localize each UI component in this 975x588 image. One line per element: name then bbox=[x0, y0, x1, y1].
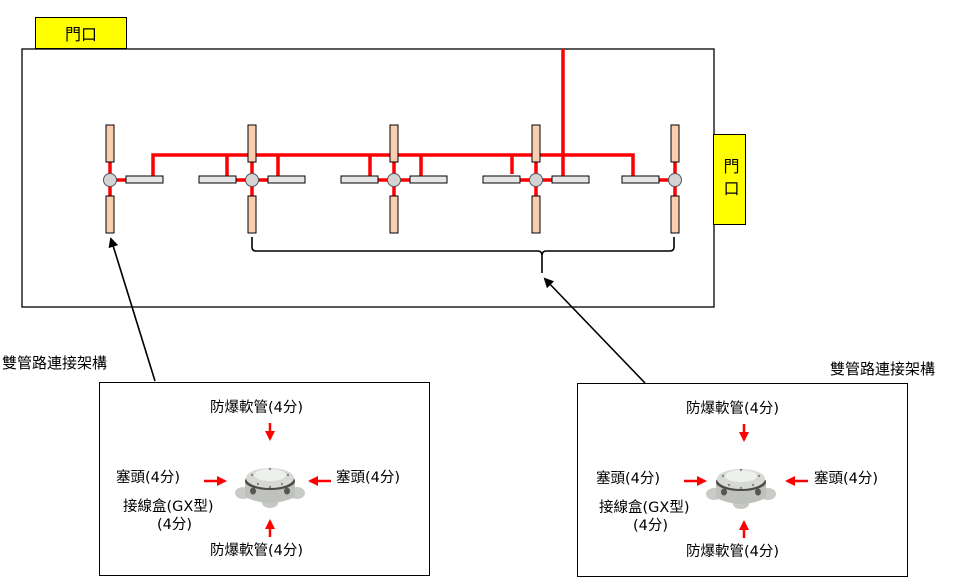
junction-box-node bbox=[103, 173, 117, 187]
plug-fixture-left bbox=[482, 175, 521, 184]
junction-group bbox=[198, 124, 306, 234]
junction-box-node bbox=[529, 173, 543, 187]
conduit-opening bbox=[721, 488, 727, 496]
junction-box-label: 接線盒(GX型) bbox=[599, 500, 690, 516]
plug-fixture-left bbox=[621, 175, 660, 184]
hose-fixture-bottom bbox=[105, 195, 115, 234]
hose-fixture-top bbox=[389, 124, 399, 163]
lid-bolt bbox=[751, 483, 755, 487]
lid-bolt bbox=[739, 468, 743, 472]
lid-bolt bbox=[256, 482, 260, 486]
top-hose-label: 防爆軟管(4分) bbox=[210, 400, 304, 416]
callout-arrow-left bbox=[108, 237, 156, 382]
junction-group bbox=[621, 124, 682, 234]
hose-fixture-bottom bbox=[531, 195, 541, 234]
bottom-hose-label: 防爆軟管(4分) bbox=[686, 544, 780, 560]
junction-box-illustration bbox=[204, 423, 331, 537]
plug-fixture-left bbox=[340, 175, 379, 184]
lid-bolt bbox=[757, 474, 761, 478]
box-lid-center bbox=[254, 469, 286, 481]
lid-bolt bbox=[739, 486, 743, 490]
hose-fixture-bottom bbox=[389, 195, 399, 234]
lid-bolt bbox=[280, 482, 284, 486]
junction-group bbox=[340, 124, 448, 234]
plug-fixture-right bbox=[409, 175, 448, 184]
door-top: 門口 bbox=[35, 17, 127, 49]
callout-arrow-right bbox=[543, 277, 646, 384]
junction-group bbox=[103, 124, 164, 234]
junction-box-size: (4分) bbox=[633, 518, 669, 534]
conduit-opening bbox=[250, 487, 256, 495]
door-right: 門口 bbox=[713, 134, 746, 225]
lid-bolt bbox=[286, 473, 290, 477]
conduit-opening bbox=[284, 487, 290, 495]
hose-fixture-top bbox=[670, 124, 680, 163]
junction-box-illustration bbox=[684, 424, 808, 538]
plug-fixture-right bbox=[551, 175, 590, 184]
junction-box-node bbox=[245, 173, 259, 187]
junction-groups bbox=[103, 124, 682, 234]
junction-group bbox=[482, 124, 590, 234]
hose-fixture-top bbox=[531, 124, 541, 163]
detail-panel-left: 防爆軟管(4分) 塞頭(4分) 塞頭(4分) 接線盒(GX型) (4分) 防爆軟… bbox=[99, 382, 430, 576]
conduit-opening bbox=[755, 488, 761, 496]
lid-bolt bbox=[268, 467, 272, 471]
left-plug-label: 塞頭(4分) bbox=[596, 471, 661, 487]
junction-box-node bbox=[668, 173, 682, 187]
lid-bolt bbox=[721, 474, 725, 478]
hose-fixture-bottom bbox=[247, 195, 257, 234]
top-hose-label: 防爆軟管(4分) bbox=[686, 401, 780, 417]
plug-fixture-right bbox=[267, 175, 306, 184]
bottom-hose-label: 防爆軟管(4分) bbox=[210, 543, 304, 559]
junction-box-node bbox=[387, 173, 401, 187]
left-plug-label: 塞頭(4分) bbox=[116, 470, 181, 486]
hose-fixture-bottom bbox=[670, 195, 680, 234]
plug-fixture-right bbox=[125, 175, 164, 184]
junction-box-label: 接線盒(GX型) bbox=[123, 499, 214, 515]
door-right-label: 門口 bbox=[720, 157, 740, 202]
callout-title-right: 雙管路連接架構 bbox=[830, 360, 936, 378]
hose-fixture-top bbox=[247, 124, 257, 163]
junction-box-size: (4分) bbox=[157, 517, 193, 533]
hose-fixture-top bbox=[105, 124, 115, 163]
right-plug-label: 塞頭(4分) bbox=[814, 471, 879, 487]
lid-bolt bbox=[250, 473, 254, 477]
callout-title-left: 雙管路連接架構 bbox=[2, 354, 108, 372]
detail-panel-right: 防爆軟管(4分) 塞頭(4分) 塞頭(4分) 接線盒(GX型) (4分) 防爆軟… bbox=[577, 383, 908, 577]
lid-bolt bbox=[727, 483, 731, 487]
box-lid-center bbox=[725, 470, 757, 482]
plug-fixture-left bbox=[198, 175, 237, 184]
right-plug-label: 塞頭(4分) bbox=[336, 470, 401, 486]
group-brace bbox=[251, 237, 675, 273]
lid-bolt bbox=[268, 485, 272, 489]
door-top-label: 門口 bbox=[64, 25, 97, 44]
